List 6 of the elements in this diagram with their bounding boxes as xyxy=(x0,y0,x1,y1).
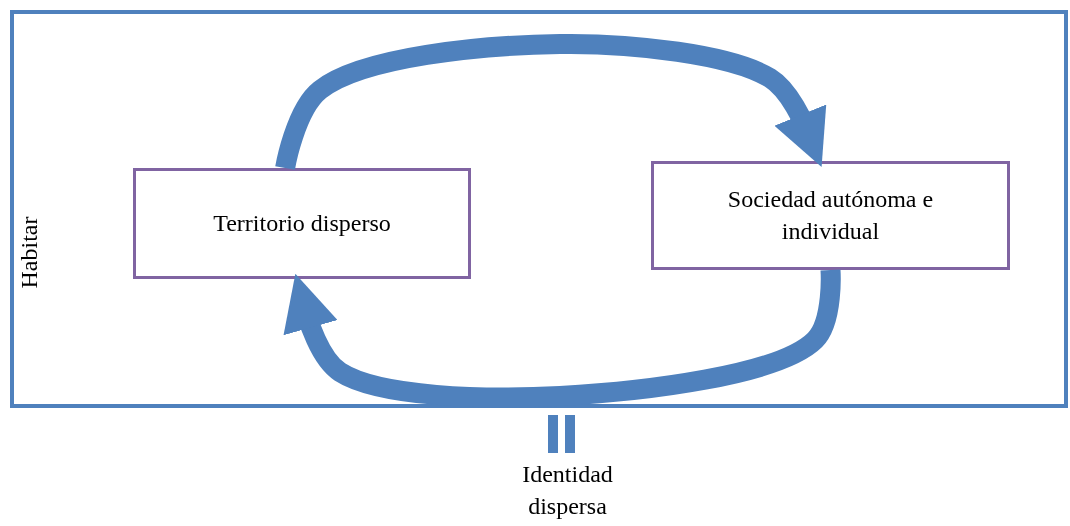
concept-box: Territorio disperso xyxy=(133,168,471,279)
habitat-frame xyxy=(10,10,1068,408)
result-label: Identidad dispersa xyxy=(495,458,640,524)
concept-box: Sociedad autónoma e individual xyxy=(651,161,1010,270)
curved-arrow xyxy=(275,34,826,170)
frame-label: Habitar xyxy=(16,216,44,289)
